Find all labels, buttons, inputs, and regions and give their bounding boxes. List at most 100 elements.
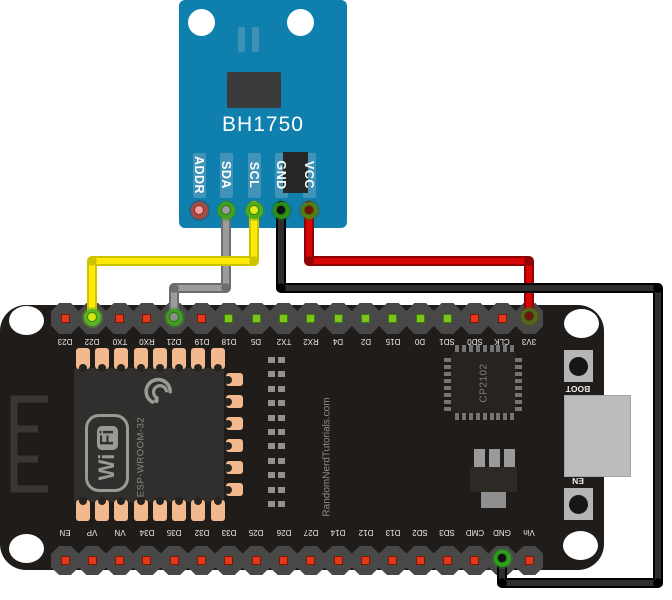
module-pad [94, 348, 109, 372]
module-pad [224, 417, 243, 430]
esp32-pin-vn [105, 546, 134, 575]
bh1750-sda-pin [217, 201, 235, 219]
voltage-regulator [470, 467, 517, 492]
module-pad [94, 497, 109, 521]
module-pad [224, 373, 243, 386]
solder-pad-pair [268, 472, 286, 479]
solder-pad-pair [268, 486, 286, 493]
esp32-pin-label-d14: D14 [330, 528, 346, 537]
module-pad [75, 348, 90, 372]
solder-pad-pair [268, 385, 286, 392]
esp32-gnd-pin-core [498, 554, 506, 562]
esp32-pin-d14 [324, 546, 353, 575]
esp32-pin-label-sd0: SD0 [467, 337, 483, 346]
regulator-leg [504, 449, 515, 468]
esp32-pin-label-d13: D13 [385, 528, 401, 537]
esp32-pin-label-d27: D27 [303, 528, 319, 537]
solder-pad-pair [268, 443, 286, 450]
sda-wire-bendpoint [169, 283, 179, 293]
bh1750-sensor-chip [227, 72, 281, 108]
pin-led-green [306, 314, 316, 323]
cp2102-pin [515, 358, 522, 362]
esp32-pin-d27 [296, 546, 325, 575]
bh1750-gnd-pin [272, 201, 290, 219]
esp32-pin-label-d21: D21 [166, 337, 182, 346]
pin-led-red [87, 556, 97, 565]
cp2102-pin [489, 413, 494, 420]
cp2102-pin [444, 386, 451, 390]
cp2102-pin [515, 372, 522, 376]
pad-notch [155, 364, 164, 372]
pad-notch [97, 497, 106, 505]
pad-notch [194, 497, 203, 505]
module-pad [152, 497, 167, 521]
pad-notch [224, 419, 232, 428]
module-pad [172, 497, 187, 521]
esp32-pin-label-d23: D23 [57, 337, 73, 346]
cp2102-pin [455, 413, 459, 420]
cp2102-pin [468, 345, 473, 352]
esp32-pin-label-vp: VP [86, 528, 98, 537]
esp32-pin-label-d0: D0 [415, 337, 426, 346]
pad-notch [136, 497, 145, 505]
esp32-pin-label-d19: D19 [194, 337, 209, 346]
espressif-logo-icon [144, 377, 172, 404]
cp2102-pin [510, 345, 515, 352]
pin-led-green [224, 314, 234, 323]
pad-notch [213, 364, 222, 372]
mounting-hole [188, 9, 215, 36]
pin-led-red [442, 556, 452, 565]
esp32-pin-d35 [160, 546, 189, 575]
cp2102-pin [461, 345, 466, 352]
esp32-3v3-pin-core [525, 312, 533, 320]
pin-led-red [470, 314, 480, 323]
cp2102-pin [496, 413, 501, 420]
silkscreen-mark [252, 27, 259, 52]
sensor-pad-sda [219, 153, 233, 198]
en-button-cap [569, 494, 588, 514]
esp32-pin-d12 [351, 546, 380, 575]
pad-notch [175, 364, 184, 372]
board-title: BH1750 [222, 113, 304, 136]
pad-notch [224, 485, 232, 494]
en-button [564, 488, 593, 520]
module-pad [133, 348, 148, 372]
esp32-pin-d13 [378, 546, 407, 575]
vcc-wire-bendpoint [304, 256, 314, 266]
esp32-d22-pin [83, 308, 101, 326]
esp32-d22-pin-core [88, 313, 96, 321]
module-pad [224, 439, 243, 452]
pin-led-red [497, 314, 507, 323]
pin-led-red [115, 556, 125, 565]
bh1750-scl-pin [245, 201, 263, 219]
esp32-pin-sd3 [433, 546, 462, 575]
esp32-pin-label-clk: CLK [494, 337, 510, 346]
esp32-pin-label-d22: D22 [84, 337, 100, 346]
module-pad [224, 461, 243, 474]
esp32-pin-label-vin: Vin [523, 528, 536, 537]
esp32-pin-label-d32: D32 [194, 528, 209, 537]
module-pad [133, 497, 148, 521]
esp32-pin-rx2 [296, 303, 325, 334]
esp32-board: Wi Fi ESP-WROOM-32 RandomNerdTutorials.c… [0, 303, 631, 575]
module-pad [75, 497, 90, 521]
esp32-pin-d2 [351, 303, 380, 334]
pin-led-red [333, 556, 343, 565]
pad-notch [194, 364, 203, 372]
cp2102-pin [444, 400, 451, 404]
pin-led-red [251, 556, 261, 565]
sensor-pad-scl [247, 153, 261, 198]
silkscreen-mark [238, 27, 245, 52]
module-pad [172, 348, 187, 372]
pad-notch [175, 497, 184, 505]
cp2102-pin [489, 345, 494, 352]
esp32-pin-d33 [214, 546, 243, 575]
cp2102-pin [515, 393, 522, 397]
cp2102-pin [455, 345, 459, 352]
watermark-text: RandomNerdTutorials.com [321, 397, 333, 517]
cp2102-pin [444, 365, 451, 369]
pin-led-red [361, 556, 371, 565]
usb-connector [564, 395, 631, 477]
vcc-wire-bendpoint [524, 256, 534, 266]
